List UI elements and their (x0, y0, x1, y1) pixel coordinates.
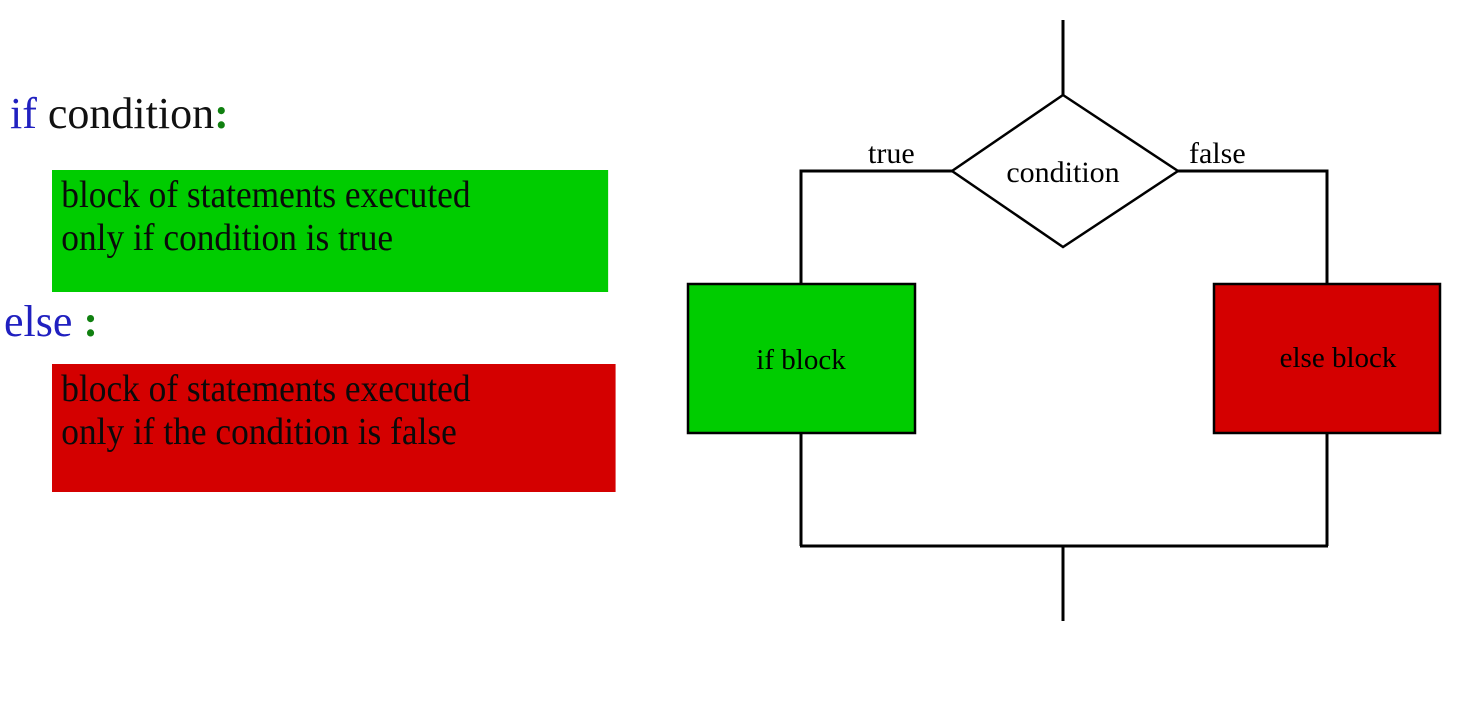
if-block-shape (686, 282, 917, 435)
else-statement-line: else : (4, 300, 98, 344)
decision-diamond-shape (949, 93, 1181, 249)
if-block-statement-line-1: block of statements executed (61, 174, 471, 216)
else-block-statement-line-1: block of statements executed (61, 368, 471, 410)
false-branch-connector (1178, 169, 1329, 286)
false-edge-label: false (1189, 137, 1246, 170)
else-block-statement-box: block of statements executed only if the… (52, 364, 616, 492)
if-colon: : (214, 89, 229, 138)
else-block-shape (1212, 282, 1442, 435)
pseudo-code-panel: if condition: block of statements execut… (0, 0, 660, 710)
if-statement-line: if condition: (10, 92, 229, 136)
else-colon: : (83, 297, 99, 346)
else-block-label: else block (1280, 342, 1397, 374)
decision-diamond-label: condition (1006, 156, 1119, 189)
true-branch-connector (799, 169, 952, 286)
if-condition-expression: condition (47, 89, 215, 138)
if-block-statement-box: block of statements executed only if con… (52, 170, 609, 292)
else-keyword: else (4, 297, 73, 346)
else-block-statement-line-2: only if the condition is false (61, 411, 457, 454)
if-block-statement-line-2: only if condition is true (61, 217, 394, 260)
true-edge-label: true (868, 137, 915, 170)
if-keyword: if (10, 89, 37, 138)
if-block-label: if block (756, 344, 846, 376)
